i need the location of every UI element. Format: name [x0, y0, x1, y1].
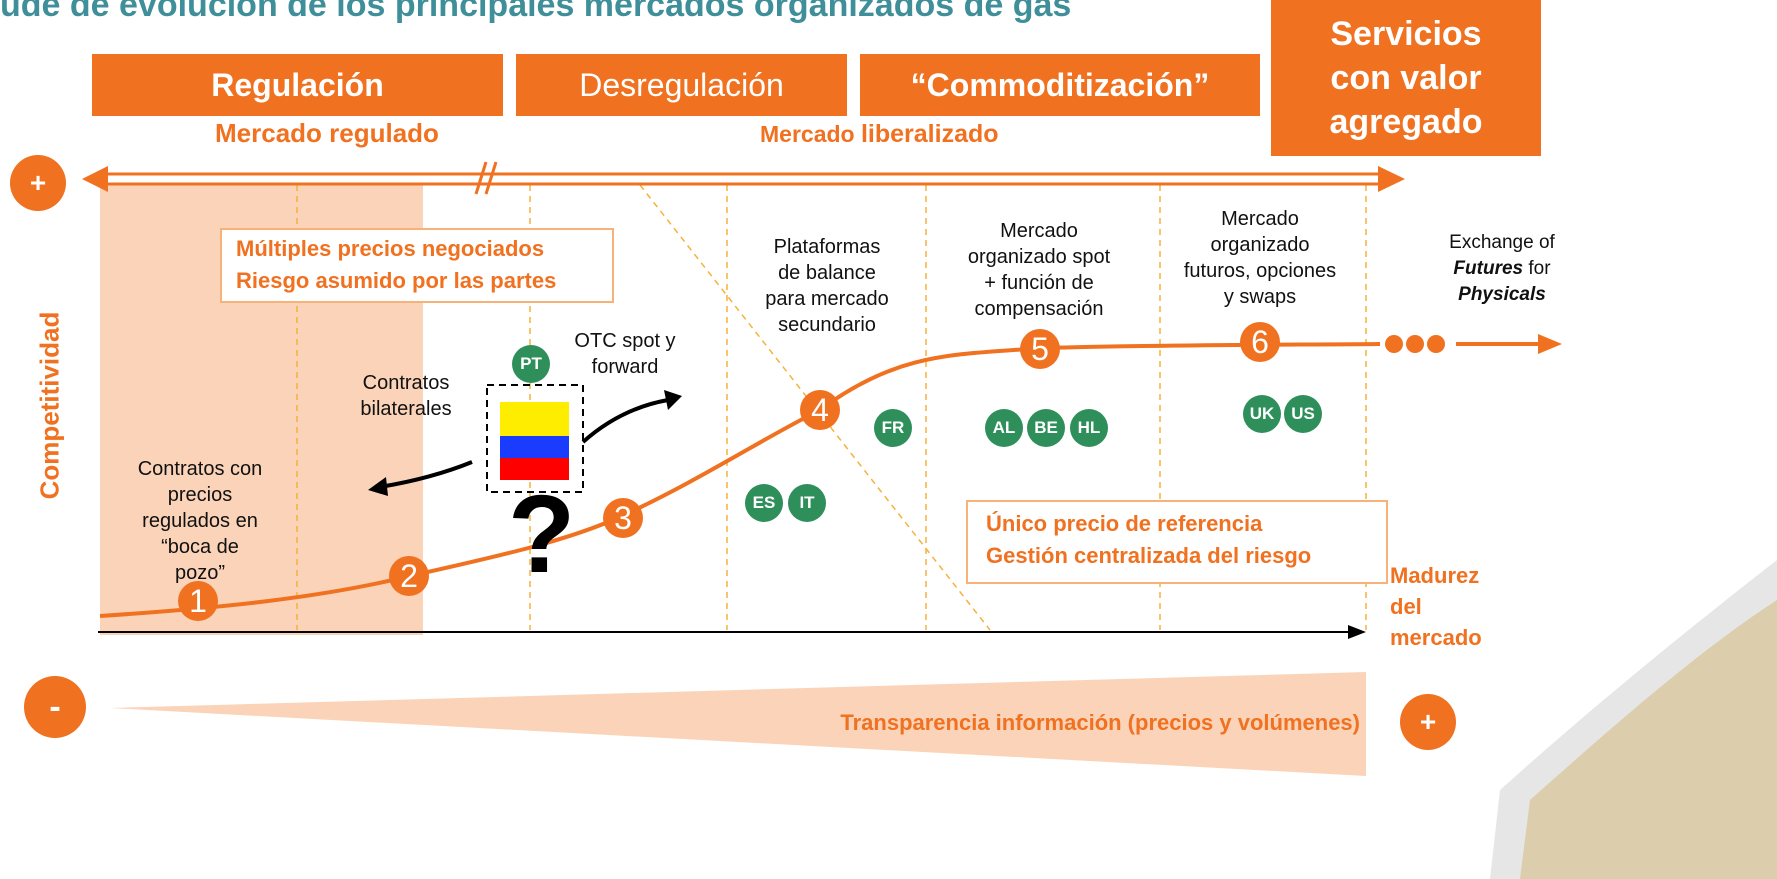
- stage-5-label: Mercado organizado spot + función de com…: [967, 220, 1111, 320]
- stage-2-label: Contratos bilaterales: [360, 372, 452, 420]
- transparency-plus-icon: +: [1400, 694, 1456, 750]
- country-badge-es: ES: [745, 484, 783, 522]
- country-badge-fr: FR: [874, 409, 912, 447]
- country-badge-uk: UK: [1243, 395, 1281, 433]
- question-mark: ?: [508, 473, 576, 596]
- transparency-minus-icon: -: [24, 676, 86, 738]
- single-price-box: Único precio de referencia Gestión centr…: [966, 500, 1388, 584]
- transparency-wedge: [110, 672, 1366, 776]
- flag-box: [486, 384, 584, 493]
- country-badge-pt: PT: [512, 345, 550, 383]
- country-badge-it: IT: [788, 484, 826, 522]
- multiple-prices-box: Múltiples precios negociados Riesgo asum…: [220, 228, 614, 303]
- competitiveness-plus-icon: +: [10, 155, 66, 211]
- stage-1-label: Contratos con precios regulados en “boca…: [137, 458, 263, 584]
- market-liberalizado: Mercado liberalizado: [760, 120, 999, 148]
- stage-marker-6: 6: [1240, 322, 1280, 362]
- stage-4-label: Plataformas de balance para mercado secu…: [765, 236, 889, 336]
- stage-marker-3: 3: [603, 498, 643, 538]
- page-title: ude de evolución de los principales merc…: [0, 0, 1072, 24]
- phase-desregulacion: Desregulación: [516, 54, 847, 116]
- stage-marker-5: 5: [1020, 329, 1060, 369]
- country-badge-al: AL: [985, 409, 1023, 447]
- transparency-label: Transparencia información (precios y vol…: [840, 710, 1360, 735]
- phase-servicios: Servicios con valor agregado: [1271, 0, 1541, 156]
- x-axis-label: Madurez del mercado: [1390, 563, 1482, 650]
- y-axis-label: Competitividad: [34, 311, 65, 500]
- stage-3-label: OTC spot y forward: [574, 330, 676, 378]
- stage-marker-2: 2: [389, 556, 429, 596]
- flag-red: [500, 458, 569, 480]
- phase-commoditizacion: “Commoditización”: [860, 54, 1260, 116]
- phase-regulacion: Regulación: [92, 54, 503, 116]
- country-badge-hl: HL: [1070, 409, 1108, 447]
- stage-6-label: Mercado organizado futuros, opciones y s…: [1183, 208, 1337, 308]
- country-badge-us: US: [1284, 395, 1322, 433]
- country-badge-be: BE: [1027, 409, 1065, 447]
- efp-label: Exchange of Futures for Physicals: [1449, 232, 1555, 305]
- stage-marker-4: 4: [800, 390, 840, 430]
- stage-marker-1: 1: [178, 581, 218, 621]
- flag-yellow: [500, 402, 569, 436]
- market-regulado: Mercado regulado: [215, 118, 439, 148]
- top-double-arrow: [82, 161, 1405, 195]
- maturity-curve: [99, 342, 1381, 618]
- flag-blue: [500, 436, 569, 458]
